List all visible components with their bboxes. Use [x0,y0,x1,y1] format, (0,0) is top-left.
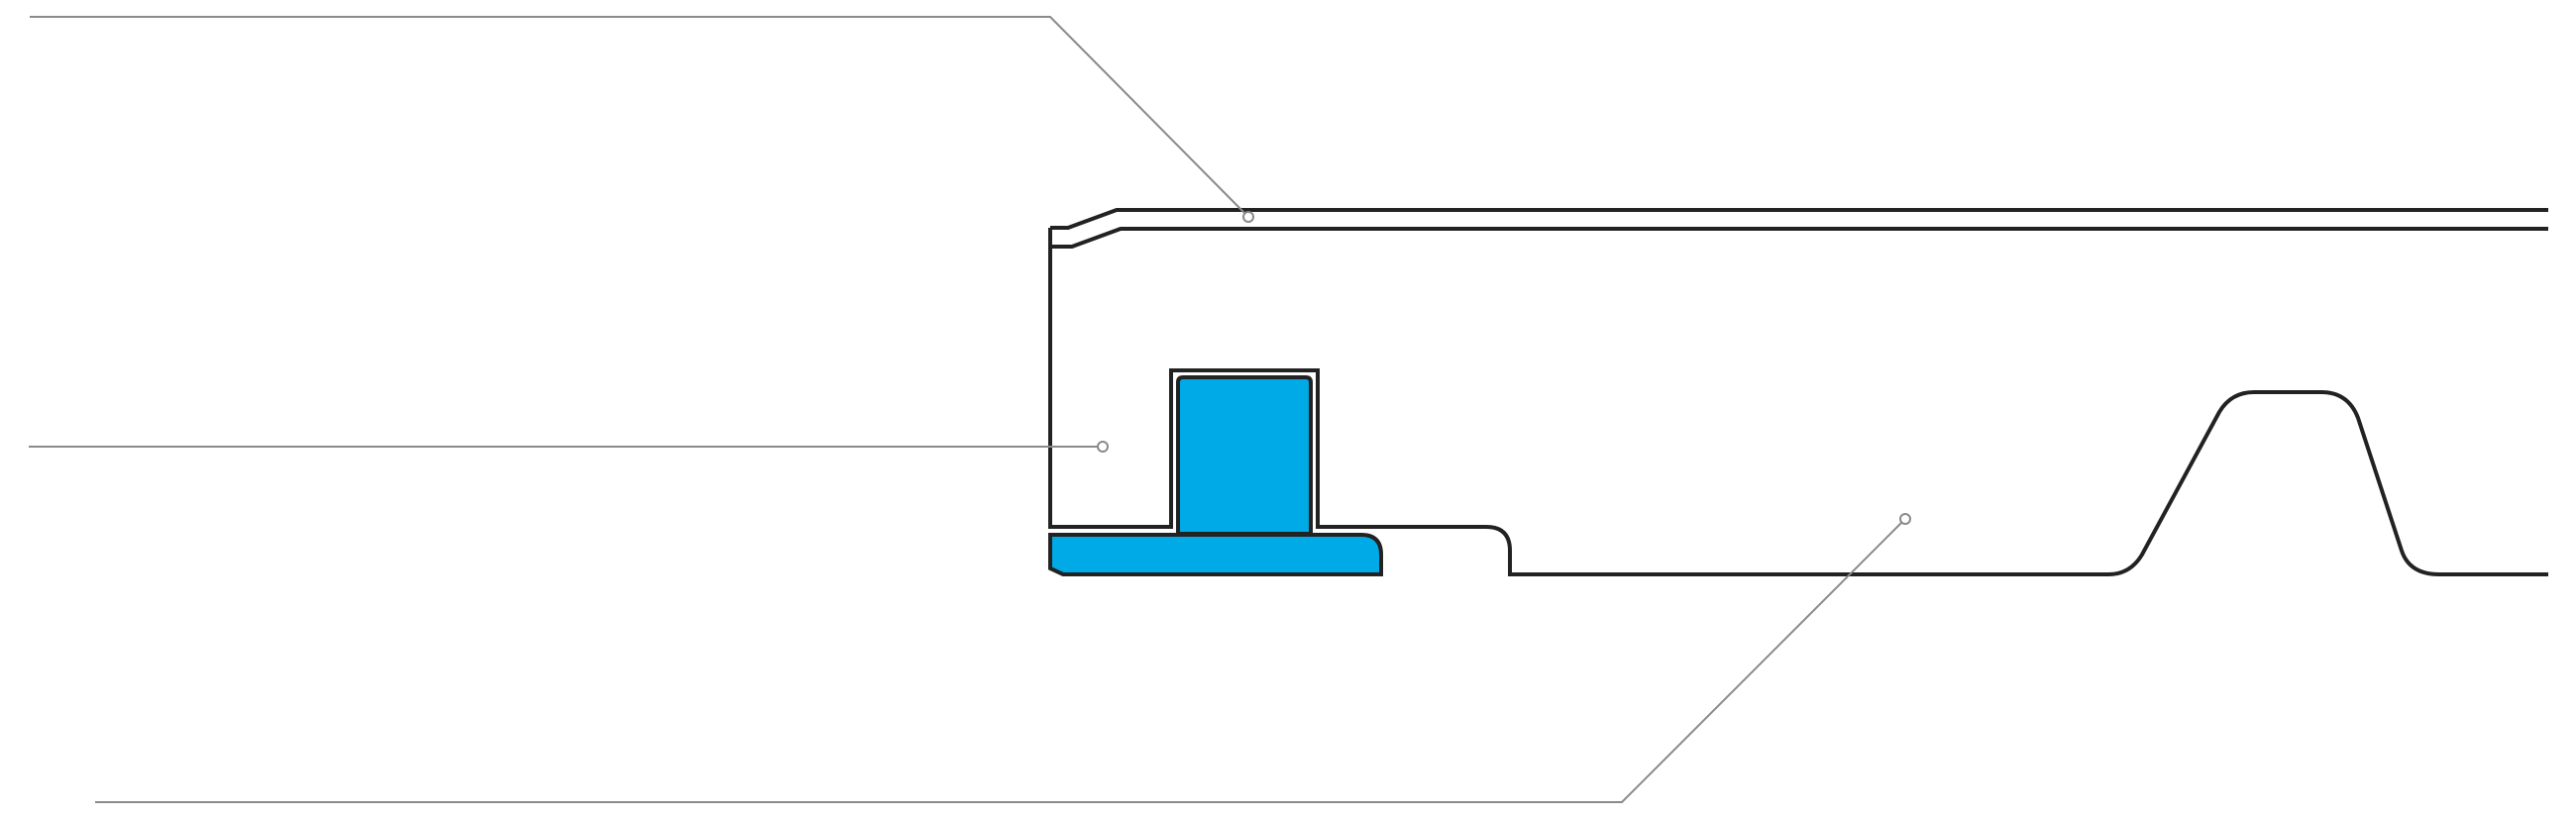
insert-stem [1176,375,1313,536]
callout-bottom [95,513,1911,803]
callout-top-leader [30,16,1247,216]
core-outline [1048,228,2548,576]
callout-bottom-marker [1899,513,1911,525]
callout-left-marker [1097,441,1109,453]
callout-top [30,16,1254,223]
callout-left [29,441,1109,453]
insert-base [1048,533,1383,576]
callout-top-marker [1242,211,1254,223]
top-skin-outer [1050,208,2548,230]
callout-bottom-leader [95,521,1903,803]
top-skin-inner [1050,227,2548,249]
